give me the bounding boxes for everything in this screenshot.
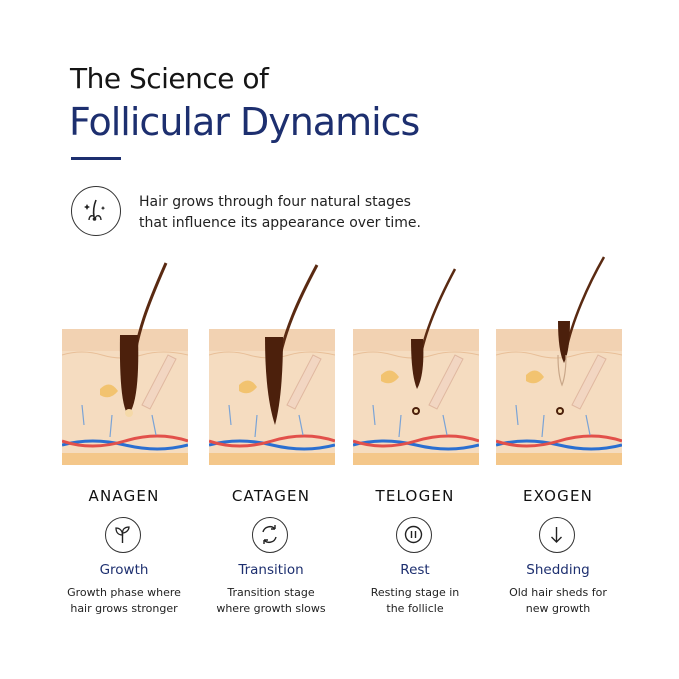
stage-label: Rest — [400, 562, 430, 578]
stage-name: CATAGEN — [231, 487, 311, 505]
telogen-illustration — [353, 268, 479, 465]
stage-description: Resting stage in the follicle — [335, 585, 495, 617]
intro-line-1: Hair grows through four natural stages — [139, 194, 411, 210]
stage-label: Growth — [99, 562, 149, 578]
stage-desc-line-1: Old hair sheds for — [509, 586, 607, 599]
stage-name: TELOGEN — [375, 487, 455, 505]
stage-name: ANAGEN — [88, 487, 160, 505]
sprout-icon — [105, 517, 141, 553]
cycle-icon — [252, 517, 288, 553]
stage-desc-line-2: new growth — [525, 602, 591, 615]
stage-desc-line-2: where growth slows — [216, 602, 326, 615]
stage-desc-line-1: Transition stage — [227, 586, 315, 599]
intro-line-2: that influence its appearance over time. — [139, 215, 421, 231]
stage-description: Transition stage where growth slows — [191, 585, 351, 617]
pause-icon — [396, 517, 432, 553]
title-line-2: Follicular Dynamics — [69, 100, 420, 144]
hair-follicle-icon — [71, 186, 121, 236]
anagen-illustration — [62, 262, 188, 465]
stage-description: Growth phase where hair grows stronger — [44, 585, 204, 617]
stage-label: Shedding — [526, 562, 590, 578]
arrow-down-icon — [539, 517, 575, 553]
stage-desc-line-1: Resting stage in — [370, 586, 460, 599]
stage-desc-line-2: hair grows stronger — [70, 602, 178, 615]
stage-desc-line-1: Growth phase where — [67, 586, 181, 599]
stage-desc-line-2: the follicle — [386, 602, 444, 615]
stage-name: EXOGEN — [522, 487, 594, 505]
stage-description: Old hair sheds for new growth — [478, 585, 638, 617]
title-underline — [71, 157, 121, 160]
intro-text: Hair grows through four natural stages t… — [139, 192, 459, 234]
exogen-illustration — [496, 256, 622, 465]
title-line-1: The Science of — [70, 62, 269, 95]
catagen-illustration — [209, 264, 335, 465]
stage-label: Transition — [238, 562, 304, 578]
